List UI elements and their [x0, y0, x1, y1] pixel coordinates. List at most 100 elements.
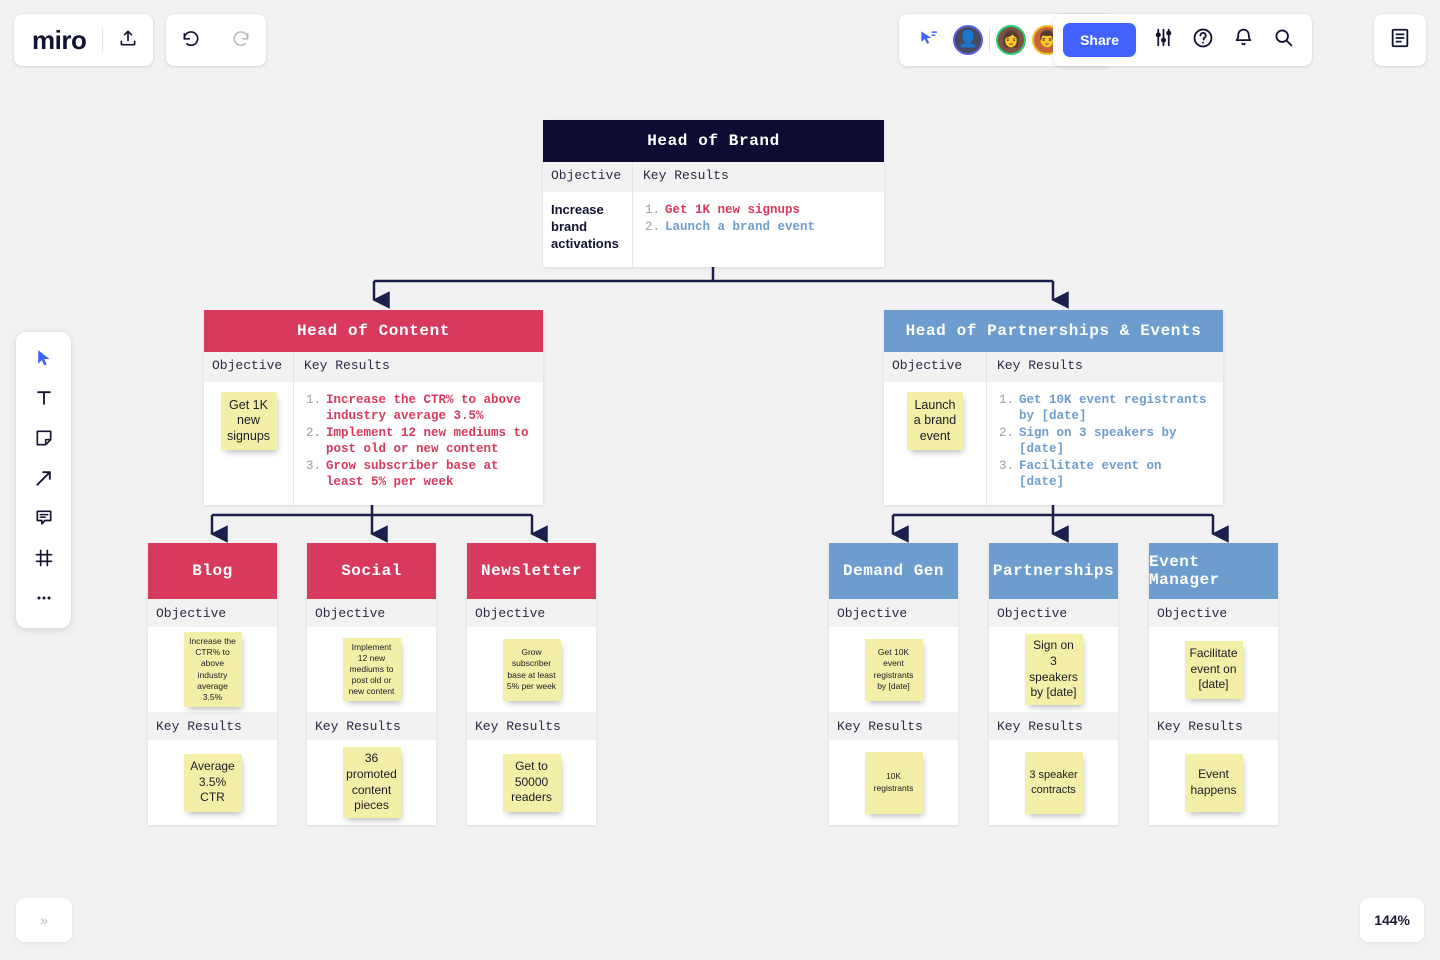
cursor-share-button[interactable] [909, 21, 947, 59]
card-partnerships[interactable]: Partnerships Objective Sign on 3 speaker… [989, 543, 1118, 825]
col-header-objective: Objective [543, 162, 633, 192]
col-header-objective: Objective [204, 352, 294, 382]
upload-button[interactable] [103, 14, 153, 66]
search-icon [1273, 27, 1294, 53]
card-social[interactable]: Social Objective Implement 12 new medium… [307, 543, 436, 825]
sticky-note-key-result[interactable]: 3 speaker contracts [1024, 751, 1083, 814]
help-button[interactable] [1184, 21, 1222, 59]
card-head-of-brand[interactable]: Head of Brand Objective Key Results Incr… [543, 120, 884, 267]
connector-arrow-tool[interactable] [24, 460, 64, 500]
sticky-note-objective[interactable]: Implement 12 new mediums to post old or … [342, 637, 401, 702]
text-tool[interactable] [24, 380, 64, 420]
panel-document-icon [1389, 27, 1411, 54]
branch-key-results-list: 1. Get 10K event registrants by [date] 2… [999, 392, 1213, 490]
card-title: Social [307, 543, 436, 599]
card-head-of-content[interactable]: Head of Content Objective Key Results Ge… [204, 310, 543, 505]
help-circle-icon [1192, 27, 1214, 54]
col-header-key-results: Key Results [997, 358, 1083, 373]
sticky-note-objective[interactable]: Get 10K event registrants by [date] [864, 638, 923, 701]
topbar-left-group: miro [14, 14, 154, 66]
divider [102, 28, 104, 52]
sticky-note-objective[interactable]: Grow subscriber base at least 5% per wee… [502, 638, 561, 701]
sticky-note-objective[interactable]: Launch a brand event [907, 392, 963, 450]
label-objective: Objective [467, 599, 596, 627]
redo-button[interactable] [216, 14, 266, 66]
sticky-note-tool[interactable] [24, 420, 64, 460]
label-key-results: Key Results [467, 712, 596, 740]
cursor-share-icon [918, 28, 938, 53]
frame-tool[interactable] [24, 540, 64, 580]
key-result-item: 2. Sign on 3 speakers by [date] [999, 426, 1177, 456]
card-title: Event Manager [1149, 543, 1278, 599]
card-column-headers: Objective Key Results [204, 352, 543, 382]
sticky-note-objective[interactable]: Increase the CTR% to above industry aver… [183, 632, 242, 707]
search-button[interactable] [1264, 21, 1302, 59]
card-demand-gen[interactable]: Demand Gen Objective Get 10K event regis… [829, 543, 958, 825]
comment-tool[interactable] [24, 500, 64, 540]
select-cursor-tool[interactable] [24, 340, 64, 380]
sticky-note-objective[interactable]: Facilitate event on [date] [1184, 640, 1243, 699]
card-column-headers: Objective Key Results [884, 352, 1223, 382]
root-objective-text: Increase brand activations [551, 202, 619, 251]
divider [989, 28, 990, 52]
card-title: Partnerships [989, 543, 1118, 599]
card-title: Demand Gen [829, 543, 958, 599]
key-result-item: 1. Increase the CTR% to above industry a… [306, 393, 522, 423]
label-objective: Objective [829, 599, 958, 627]
label-objective: Objective [1149, 599, 1278, 627]
sticky-note-objective[interactable]: Sign on 3 speakers by [date] [1024, 634, 1083, 705]
card-title: Head of Partnerships & Events [884, 310, 1223, 352]
sticky-note-icon [34, 428, 54, 453]
sticky-note-key-result[interactable]: Event happens [1184, 753, 1243, 812]
key-result-item: 2. Launch a brand event [645, 220, 816, 234]
open-panel-button[interactable] [1374, 14, 1426, 66]
key-result-item: 1. Get 1K new signups [645, 203, 801, 217]
sticky-note-objective[interactable]: Get 1K new signups [220, 392, 277, 450]
sticky-note-key-result[interactable]: Get to 50000 readers [502, 753, 561, 812]
notifications-button[interactable] [1224, 21, 1262, 59]
avatar[interactable]: 👤 [953, 25, 983, 55]
key-result-item: 3. Grow subscriber base at least 5% per … [306, 459, 499, 489]
label-objective: Objective [148, 599, 277, 627]
undo-redo-group [166, 14, 266, 66]
card-title: Head of Content [204, 310, 543, 352]
card-title: Newsletter [467, 543, 596, 599]
ellipsis-icon [34, 588, 54, 613]
undo-icon [181, 28, 201, 53]
sticky-note-key-result[interactable]: 10K registrants [864, 751, 923, 814]
share-button[interactable]: Share [1063, 23, 1136, 57]
miro-logo[interactable]: miro [32, 24, 87, 55]
sticky-note-key-result[interactable]: 36 promoted content pieces [342, 747, 401, 818]
card-event-manager[interactable]: Event Manager Objective Facilitate event… [1149, 543, 1278, 825]
card-blog[interactable]: Blog Objective Increase the CTR% to abov… [148, 543, 277, 825]
undo-button[interactable] [166, 14, 216, 66]
text-t-icon [34, 388, 54, 413]
label-objective: Objective [989, 599, 1118, 627]
card-title: Blog [148, 543, 277, 599]
collapse-panel-button[interactable]: » [16, 898, 72, 942]
sticky-note-key-result[interactable]: Average 3.5% CTR [183, 753, 242, 812]
more-tools[interactable] [24, 580, 64, 620]
key-result-item: 3. Facilitate event on [date] [999, 459, 1162, 489]
arrow-diagonal-icon [34, 468, 54, 493]
label-key-results: Key Results [307, 712, 436, 740]
label-key-results: Key Results [148, 712, 277, 740]
avatar[interactable]: 👩 [996, 25, 1026, 55]
card-head-of-partnerships-events[interactable]: Head of Partnerships & Events Objective … [884, 310, 1223, 505]
sliders-icon [1153, 27, 1174, 53]
label-objective: Objective [307, 599, 436, 627]
upload-icon [118, 28, 138, 53]
label-key-results: Key Results [829, 712, 958, 740]
redo-icon [231, 28, 251, 53]
label-key-results: Key Results [1149, 712, 1278, 740]
zoom-level-indicator[interactable]: 144% [1360, 898, 1424, 942]
col-header-key-results: Key Results [643, 168, 729, 183]
left-toolbar [16, 332, 71, 628]
topbar-right-group: Share [1053, 14, 1312, 66]
board-settings-button[interactable] [1144, 21, 1182, 59]
card-column-headers: Objective Key Results [543, 162, 884, 192]
col-header-key-results: Key Results [304, 358, 390, 373]
card-newsletter[interactable]: Newsletter Objective Grow subscriber bas… [467, 543, 596, 825]
comment-bubble-icon [34, 508, 54, 533]
